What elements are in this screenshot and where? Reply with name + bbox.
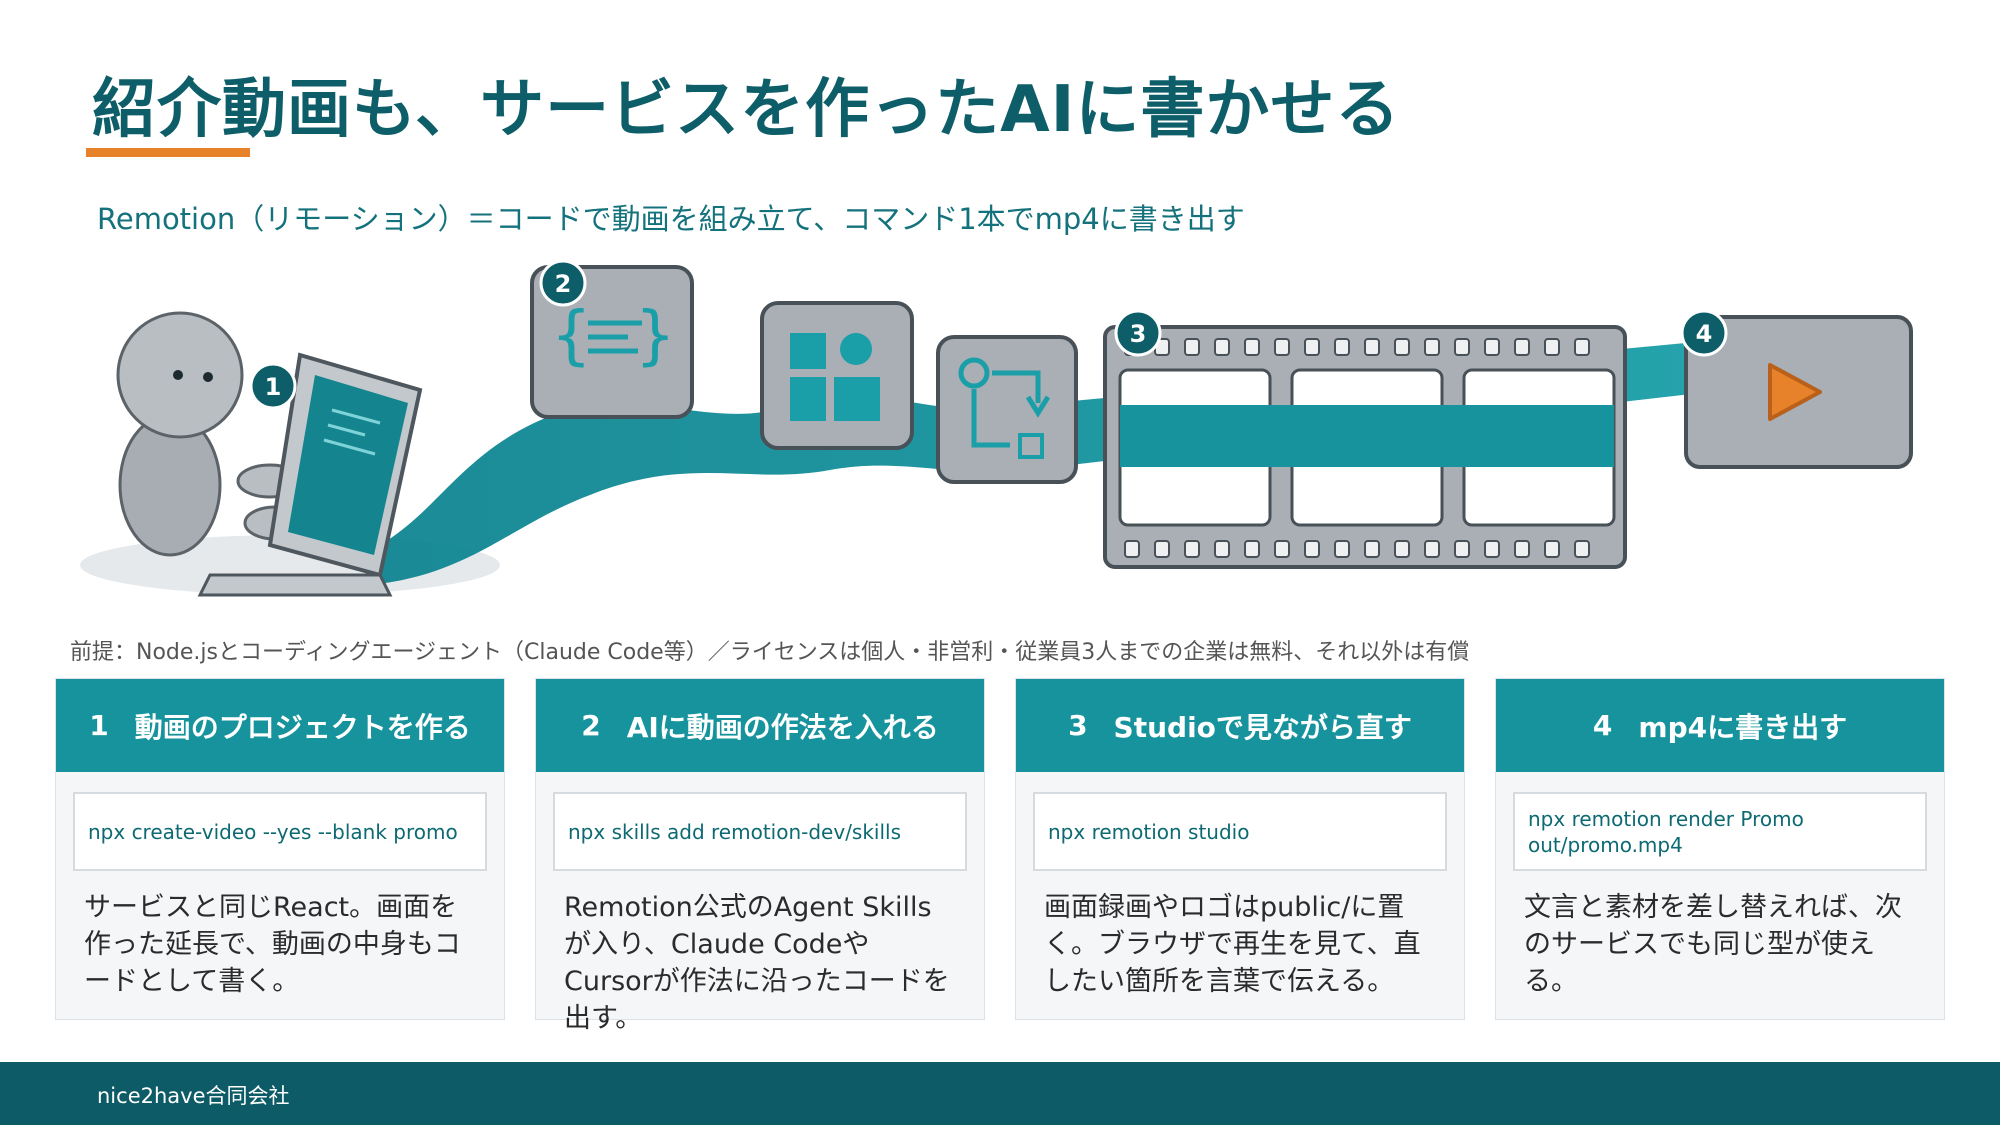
play-icon bbox=[1684, 315, 1913, 469]
command-box: npx skills add remotion-dev/skills bbox=[553, 792, 967, 871]
step-card-header: 1 動画のプロジェクトを作る bbox=[56, 679, 504, 772]
step-card-header: 4 mp4に書き出す bbox=[1496, 679, 1944, 772]
step-number: 1 bbox=[89, 709, 109, 742]
laptop-icon bbox=[197, 352, 423, 597]
command-box: npx remotion studio bbox=[1033, 792, 1447, 871]
step-number: 4 bbox=[1592, 709, 1613, 742]
company-name: nice2have合同会社 bbox=[97, 1084, 290, 1108]
step-title: 動画のプロジェクトを作る bbox=[134, 710, 471, 744]
premise-note: 前提：Node.jsとコーディングエージェント（Claude Code等）／ライ… bbox=[70, 640, 1470, 665]
step-description: 文言と素材を差し替えれば、次のサービスでも同じ型が使える。 bbox=[1524, 892, 1902, 997]
footer-bar: nice2have合同会社 bbox=[0, 1062, 2000, 1125]
steps-row: 1 動画のプロジェクトを作る npx create-video --yes --… bbox=[55, 678, 1945, 1034]
step-card-3: 3 Studioで見ながら直す npx remotion studio 画面録画… bbox=[1015, 678, 1465, 1020]
step-card-2: 2 AIに動画の作法を入れる npx skills add remotion-d… bbox=[535, 678, 985, 1034]
step-description: Remotion公式のAgent Skillsが入り、Claude CodeやC… bbox=[564, 892, 950, 1034]
command-box: npx create-video --yes --blank promo bbox=[73, 792, 487, 871]
step-card-1: 1 動画のプロジェクトを作る npx create-video --yes --… bbox=[55, 678, 505, 1020]
puzzle-icon bbox=[760, 301, 914, 450]
command-box: npx remotion render Promo out/promo.mp4 bbox=[1513, 792, 1927, 871]
step-card-4: 4 mp4に書き出す npx remotion render Promo out… bbox=[1495, 678, 1945, 1020]
step-title: AIに動画の作法を入れる bbox=[626, 710, 939, 744]
step-description: サービスと同じReact。画面を作った延長で、動画の中身もコードとして書く。 bbox=[84, 892, 461, 997]
step-number: 3 bbox=[1068, 709, 1088, 742]
workflow-illustration: 1 { } 2 bbox=[80, 259, 1913, 597]
title-underline bbox=[86, 148, 250, 157]
svg-text:4: 4 bbox=[1696, 320, 1713, 348]
svg-text:1: 1 bbox=[265, 373, 282, 401]
svg-text:2: 2 bbox=[555, 270, 572, 298]
step-title: mp4に書き出す bbox=[1638, 710, 1848, 744]
step-card-header: 2 AIに動画の作法を入れる bbox=[536, 679, 984, 772]
svg-text:{: { bbox=[552, 299, 591, 373]
step-title: Studioで見ながら直す bbox=[1113, 710, 1412, 744]
step-badge-2: 2 bbox=[539, 259, 587, 307]
step-badge-4: 4 bbox=[1680, 309, 1728, 357]
flow-icon bbox=[936, 335, 1078, 484]
step-badge-1: 1 bbox=[249, 362, 297, 410]
step-card-header: 3 Studioで見ながら直す bbox=[1016, 679, 1464, 772]
step-badge-3: 3 bbox=[1114, 309, 1162, 357]
step-number: 2 bbox=[581, 709, 601, 742]
slide-title: 紹介動画も、サービスを作ったAIに書かせる bbox=[92, 73, 1401, 147]
film-strip bbox=[1103, 325, 1627, 569]
svg-text:}: } bbox=[636, 299, 675, 373]
slide-subtitle: Remotion（リモーション）＝コードで動画を組み立て、コマンド1本でmp4に… bbox=[97, 202, 1245, 236]
step-description: 画面録画やロゴはpublic/に置く。ブラウザで再生を見て、直したい箇所を言葉で… bbox=[1044, 892, 1421, 997]
svg-text:3: 3 bbox=[1130, 320, 1147, 348]
